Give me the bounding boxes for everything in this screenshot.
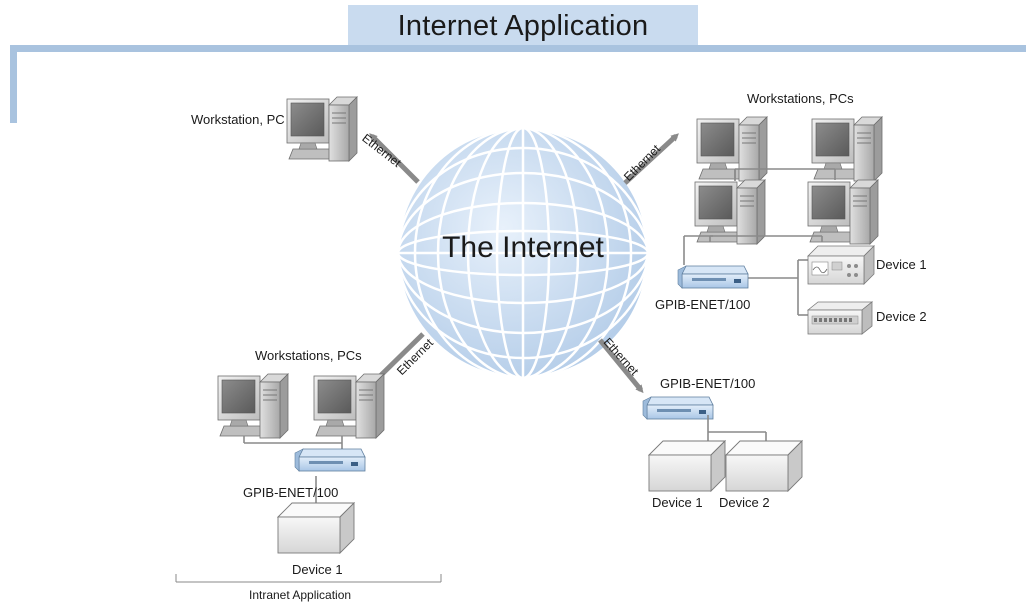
corner-frame <box>10 45 1026 123</box>
globe-label: The Internet <box>442 231 604 264</box>
instrument-device-2-icon <box>806 301 874 335</box>
intranet-label: Intranet Application <box>249 588 352 602</box>
intranet-bracket <box>175 574 442 583</box>
diagram-title: Internet Application <box>348 5 698 48</box>
instrument-device-2-icon <box>725 440 803 492</box>
gpib-enet-router-icon <box>294 448 366 472</box>
instrument-device-1-icon <box>648 440 726 492</box>
workstation-icon <box>313 373 385 439</box>
lan-cables <box>683 168 836 316</box>
bottom-left-network <box>175 373 442 583</box>
arrow-top-right <box>623 133 679 185</box>
device-label: Device 1 <box>652 495 703 510</box>
workstation-icon <box>694 179 766 245</box>
instrument-device-1-icon <box>807 245 875 285</box>
workstations-label: Workstations, PCs <box>255 348 362 363</box>
arrow-bottom-right <box>598 338 644 394</box>
device-label: Device 1 <box>292 562 343 577</box>
gpib-enet-router-icon <box>642 396 714 420</box>
workstation-icon <box>286 96 358 162</box>
ethernet-arrows <box>369 133 679 394</box>
bottom-right-network <box>642 396 803 492</box>
device-label: Device 2 <box>876 309 927 324</box>
workstation-label: Workstation, PC <box>191 112 285 127</box>
gpib-enet-router-icon <box>677 265 749 289</box>
device-label: Device 2 <box>719 495 770 510</box>
workstation-icon <box>217 373 289 439</box>
internet-globe-icon <box>396 126 650 380</box>
workstation-icon <box>811 116 883 182</box>
arrow-bottom-left <box>373 332 425 383</box>
adapter-label: GPIB-ENET/100 <box>655 297 751 312</box>
workstation-icon <box>807 179 879 245</box>
device-label: Device 1 <box>876 257 927 272</box>
arrow-top-left <box>369 133 420 184</box>
adapter-label: GPIB-ENET/100 <box>660 376 756 391</box>
workstations-label: Workstations, PCs <box>747 91 854 106</box>
workstation-icon <box>696 116 768 182</box>
adapter-label: GPIB-ENET/100 <box>243 485 339 500</box>
top-right-network <box>677 116 883 335</box>
instrument-device-1-icon <box>277 502 355 554</box>
